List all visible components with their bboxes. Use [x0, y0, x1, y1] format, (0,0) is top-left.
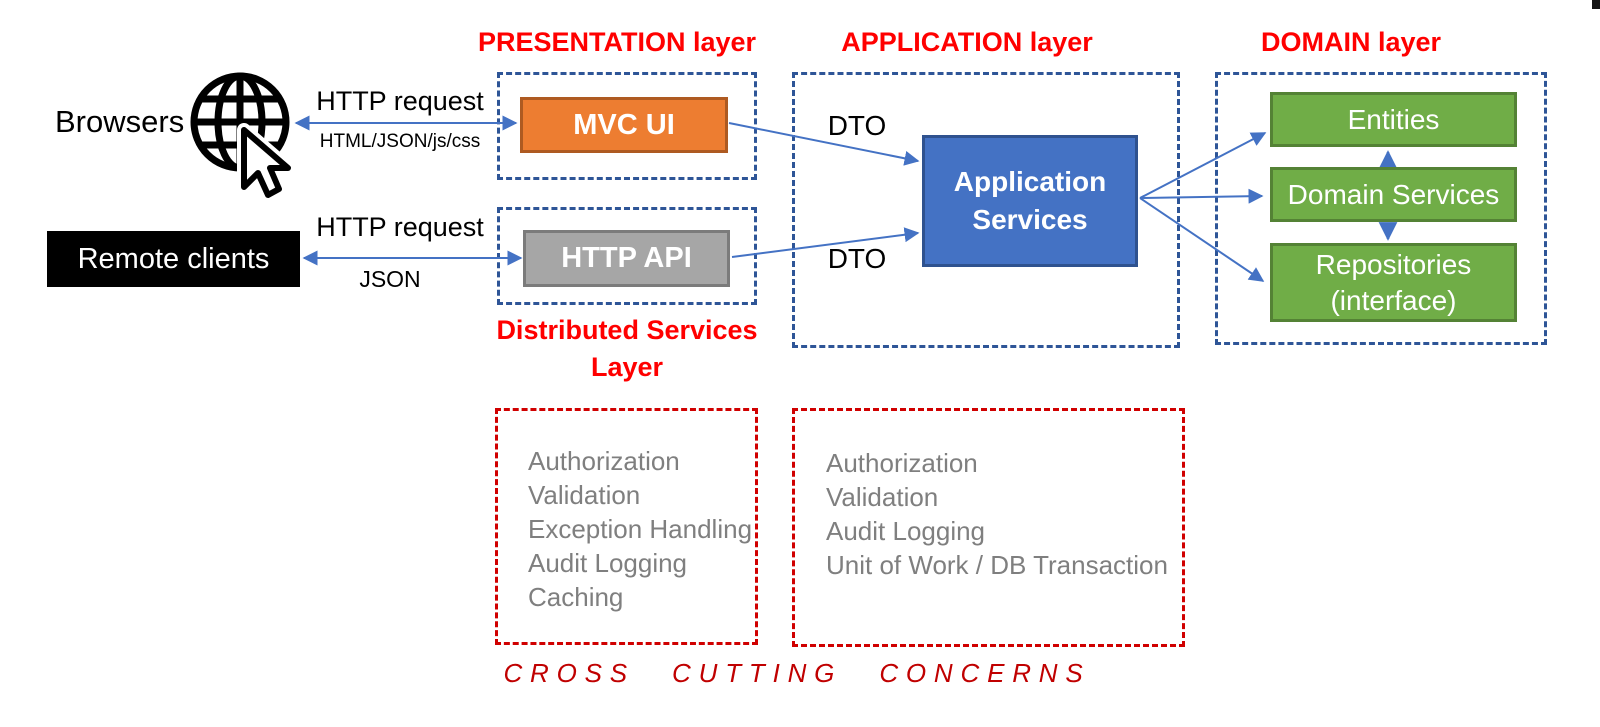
- domain-layer-title: DOMAIN layer: [1260, 27, 1442, 57]
- distributed-services-title-line1: Distributed Services: [496, 315, 758, 345]
- http-api-box: HTTP API: [523, 230, 730, 287]
- application-services-box: Application Services: [922, 135, 1138, 267]
- arrow-appservices-repositories: [1139, 197, 1265, 282]
- browser-arrow-label: HTTP request: [316, 86, 484, 116]
- cross-cutting-item: Validation: [528, 480, 641, 510]
- browsers-label: Browsers: [55, 104, 185, 139]
- remote-arrow-label: HTTP request: [316, 212, 484, 242]
- repositories-line1: Repositories: [1315, 248, 1472, 280]
- domain-layer-box: [1215, 72, 1547, 345]
- application-services-line1: Application: [953, 166, 1107, 197]
- cross-cutting-right-box: [792, 408, 1185, 647]
- remote-clients-box: Remote clients: [47, 231, 300, 287]
- cross-cutting-item: Unit of Work / DB Transaction: [826, 550, 1168, 580]
- cross-cutting-item: Authorization: [528, 446, 680, 476]
- browser-arrow-sublabel: HTML/JSON/js/css: [319, 131, 481, 152]
- cross-cutting-item: Caching: [528, 582, 624, 612]
- application-layer-title: APPLICATION layer: [841, 27, 1093, 57]
- cross-cutting-item: Validation: [826, 482, 939, 512]
- arrow-appservices-domainservices: [1139, 188, 1264, 204]
- repositories-line2: (interface): [1330, 284, 1457, 316]
- application-layer-box: [792, 72, 1180, 348]
- cross-cutting-item: Exception Handling: [528, 514, 753, 544]
- presentation-layer-title: PRESENTATION layer: [477, 27, 757, 57]
- arrow-api-appservices: [731, 227, 920, 258]
- arrow-appservices-entities: [1139, 132, 1267, 199]
- application-services-line2: Services: [972, 204, 1088, 235]
- cross-cutting-footer: CROSS CUTTING CONCERNS: [503, 658, 1091, 688]
- arrow-mvc-appservices: [728, 122, 920, 166]
- cross-cutting-left-box: [495, 408, 758, 645]
- dto-label-top: DTO: [827, 110, 887, 141]
- browser-globe-icon: [190, 72, 295, 200]
- remote-arrow-sublabel: JSON: [359, 266, 421, 292]
- cross-cutting-item: Audit Logging: [826, 516, 986, 546]
- cross-cutting-item: Audit Logging: [528, 548, 688, 578]
- cursor-icon: [237, 123, 295, 200]
- distributed-services-title-line2: Layer: [590, 352, 664, 382]
- domain-services-box: Domain Services: [1270, 167, 1517, 222]
- cross-cutting-item: Authorization: [826, 448, 978, 478]
- corner-artifact: [1592, 0, 1600, 9]
- dto-label-bottom: DTO: [827, 243, 887, 274]
- entities-box: Entities: [1270, 92, 1517, 147]
- repositories-box: Repositories (interface): [1270, 243, 1517, 322]
- mvc-ui-box: MVC UI: [520, 97, 728, 153]
